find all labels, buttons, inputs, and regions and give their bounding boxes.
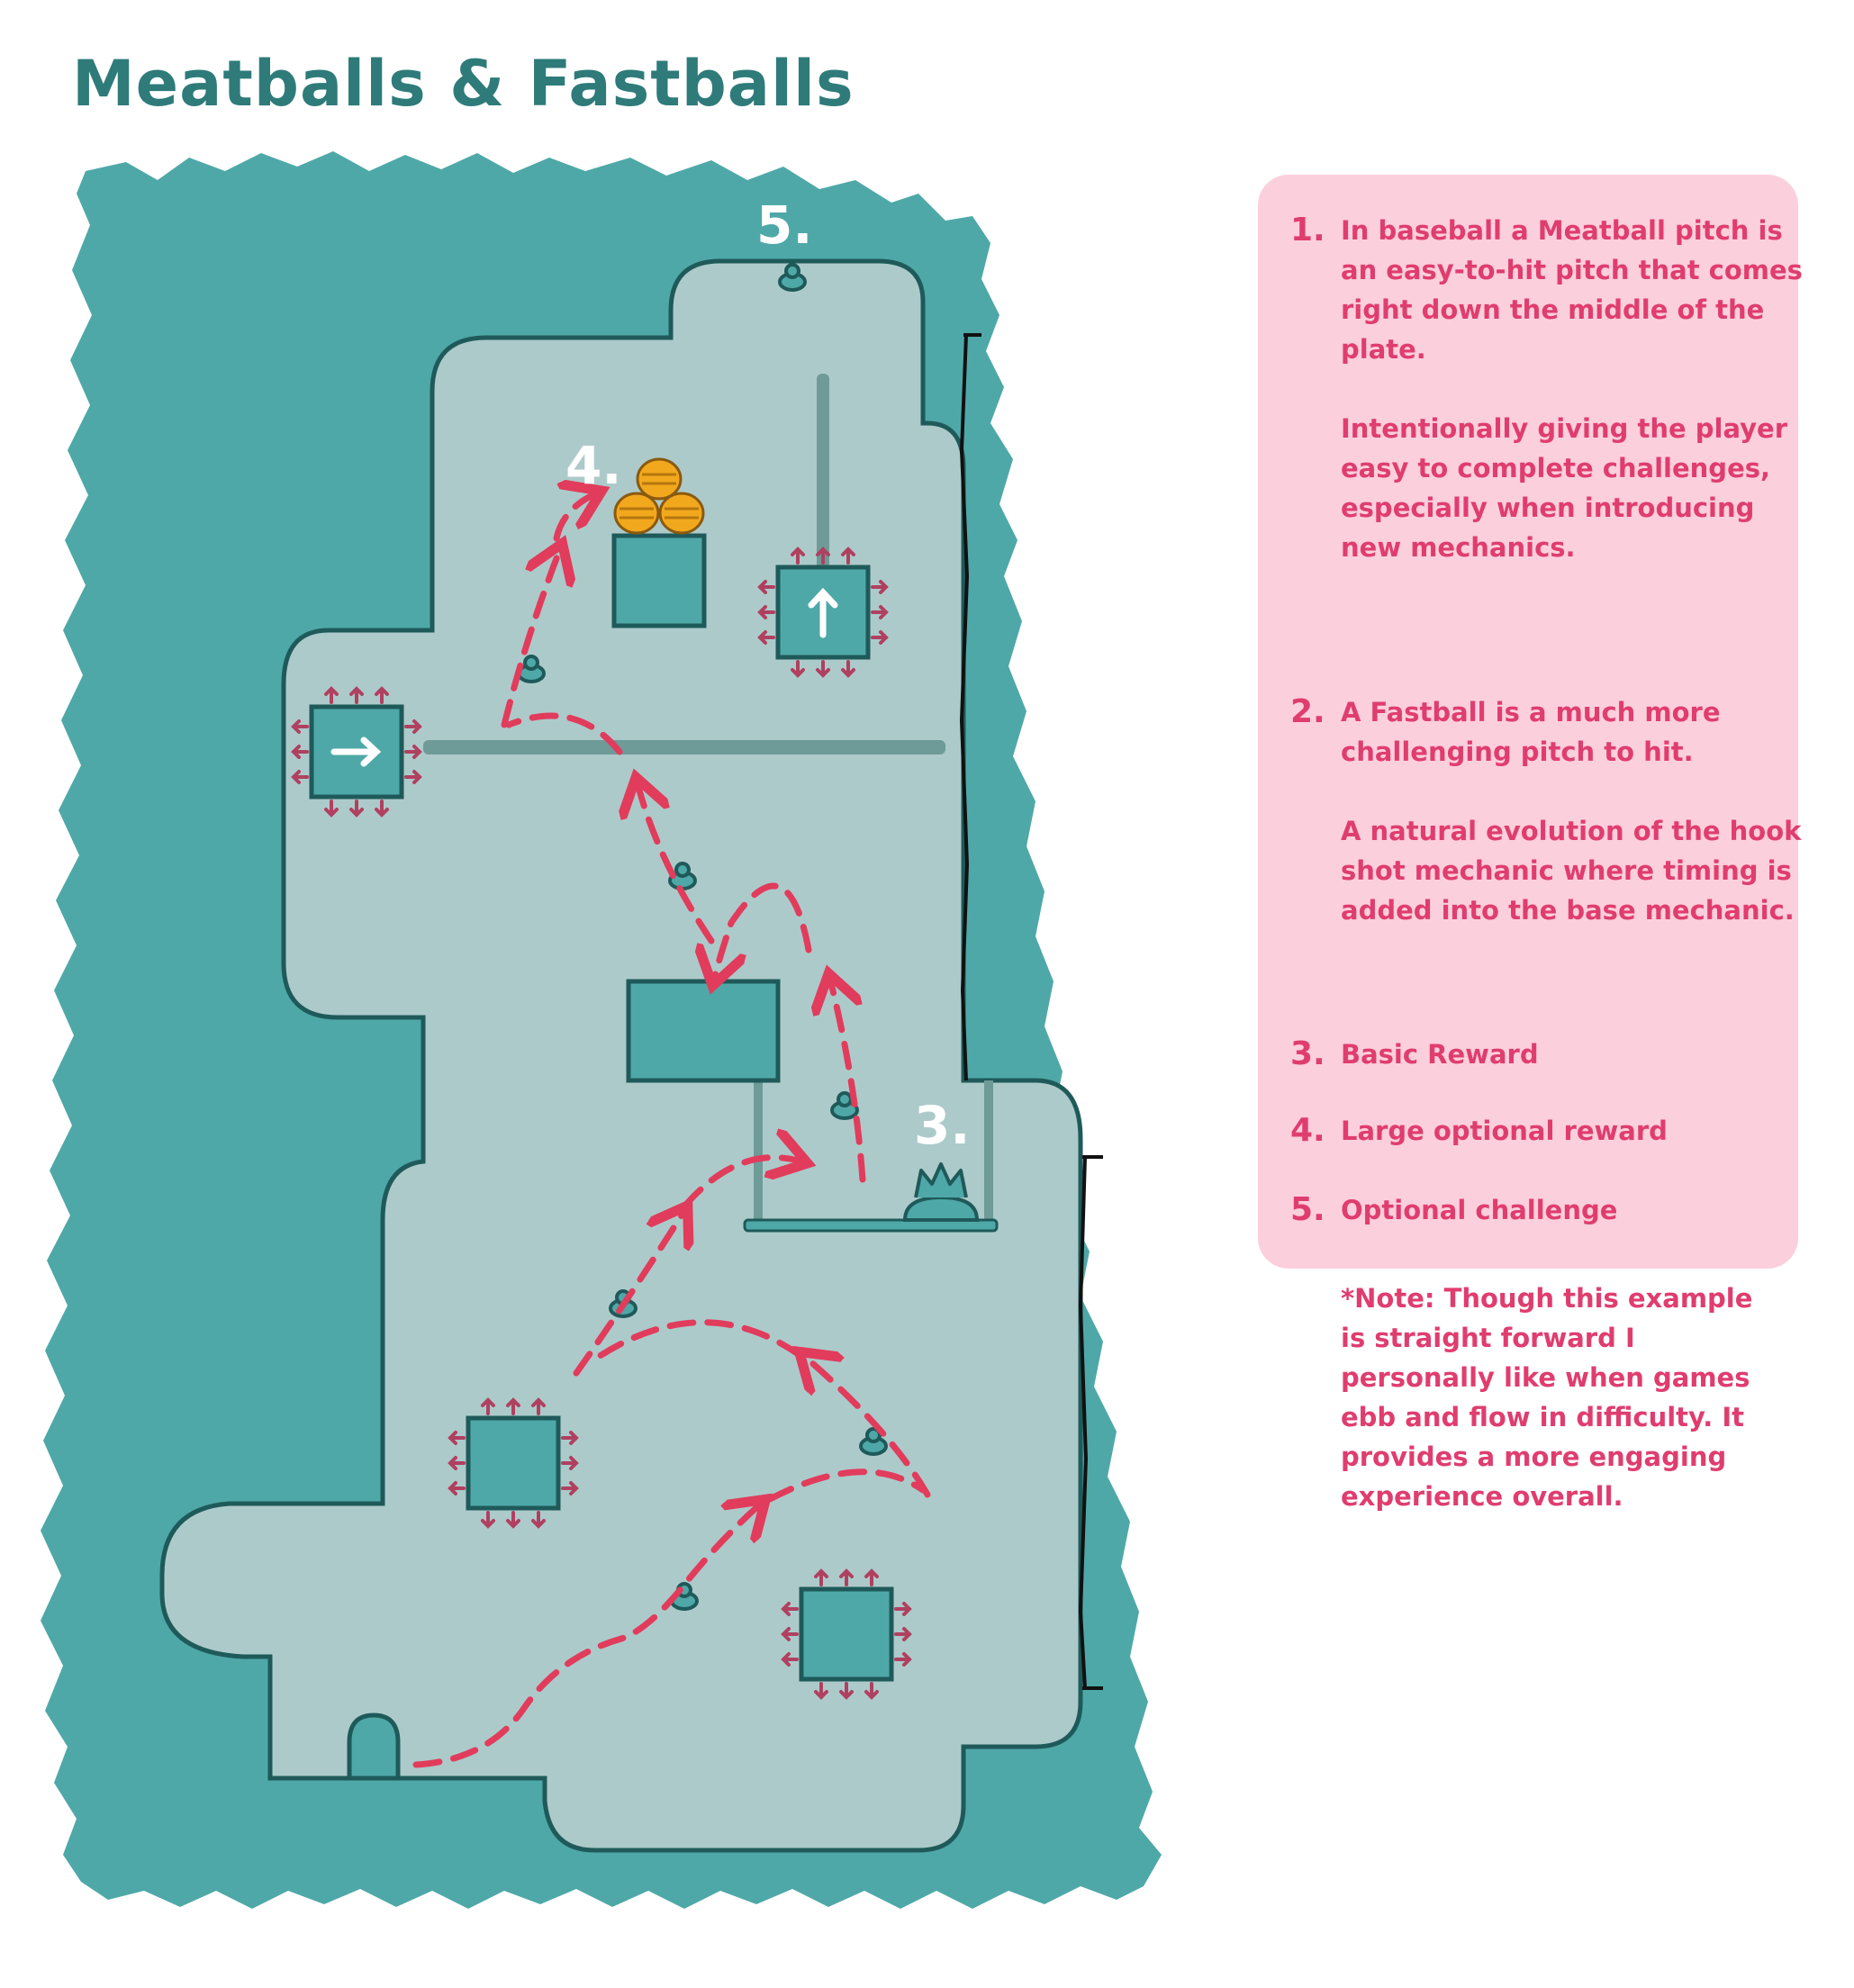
section-bracket-1 <box>1138 1140 1183 1821</box>
bumper-block-up <box>758 547 888 677</box>
bumper-block-lower-right <box>782 1569 911 1699</box>
entrance-door-icon <box>347 1712 401 1781</box>
note-paragraph: Intentionally giving the player easy to … <box>1341 413 1788 563</box>
level-map: 1. 2. 3. 4. 5. <box>41 151 1219 1909</box>
platform-coin-pedestal <box>611 533 707 628</box>
section-ruler-2 <box>959 333 981 1081</box>
note-body: Large optional reward <box>1341 1111 1809 1151</box>
marker-5: 5. <box>756 194 812 256</box>
note-number: 5. <box>1290 1191 1325 1228</box>
reward-room-wall-left <box>754 1080 763 1224</box>
reward-chest-icon <box>902 1162 980 1222</box>
note-body: Basic Reward <box>1341 1035 1809 1074</box>
coin-stack-icon <box>613 457 705 535</box>
wall-vertical-top <box>817 374 829 572</box>
note-paragraph: A Fastball is a much more challenging pi… <box>1341 697 1721 767</box>
note-body: In baseball a Meatball pitch is an easy-… <box>1341 211 1809 567</box>
notes-panel: 1. In baseball a Meatball pitch is an ea… <box>1258 175 1803 1269</box>
bumper-block-right <box>292 687 421 817</box>
section-ruler-1 <box>1078 1155 1103 1690</box>
marker-1: 1. <box>1163 1450 1219 1512</box>
platform-middle <box>626 979 781 1083</box>
marker-4: 4. <box>565 435 621 496</box>
marker-3: 3. <box>914 1095 970 1156</box>
note-body: A Fastball is a much more challenging pi… <box>1341 692 1809 930</box>
note-body: Optional challenge <box>1341 1190 1809 1230</box>
note-paragraph: In baseball a Meatball pitch is an easy-… <box>1341 215 1803 365</box>
note-number: 2. <box>1290 693 1325 730</box>
note-paragraph: Optional challenge <box>1341 1195 1618 1225</box>
ledge-horizontal <box>423 740 945 755</box>
player-path <box>412 493 931 1768</box>
note-number: 1. <box>1290 212 1325 248</box>
note-paragraph: Basic Reward <box>1341 1039 1539 1070</box>
reward-room-wall-right <box>984 1080 993 1224</box>
section-bracket-2 <box>1072 259 1118 1093</box>
note-paragraph: A natural evolution of the hook shot mec… <box>1341 816 1802 926</box>
page-title: Meatballs & Fastballs <box>72 47 855 121</box>
note-paragraph: Large optional reward <box>1341 1116 1668 1146</box>
marker-2: 2. <box>1103 690 1159 751</box>
note-number: 3. <box>1290 1035 1325 1072</box>
note-number: 4. <box>1290 1112 1325 1149</box>
footnote: *Note: Though this example is straight f… <box>1341 1283 1753 1512</box>
reward-room-floor <box>743 1218 999 1233</box>
bumper-block-lower-left <box>448 1398 578 1528</box>
